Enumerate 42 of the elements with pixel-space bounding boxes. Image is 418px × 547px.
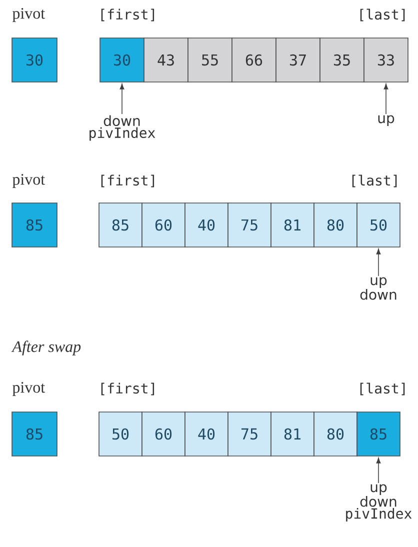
array-cell: 80 bbox=[314, 202, 358, 248]
caption: After swap bbox=[11, 340, 81, 356]
array-cell: 50 bbox=[356, 202, 400, 248]
array-cell: 81 bbox=[270, 412, 314, 456]
variable-label: pivot bbox=[12, 174, 45, 188]
array-cell: 50 bbox=[98, 412, 142, 456]
array-cell: 43 bbox=[144, 38, 188, 82]
array-cell: 66 bbox=[232, 38, 276, 82]
variable-label: pivot bbox=[12, 382, 45, 396]
array-cell: 30 bbox=[100, 38, 144, 82]
arrow bbox=[376, 248, 381, 276]
array-cell: 81 bbox=[270, 202, 314, 248]
array-cell: 60 bbox=[142, 202, 186, 248]
array-cell: 40 bbox=[184, 412, 228, 456]
array-cell: 35 bbox=[320, 38, 364, 82]
array-cell: 55 bbox=[188, 38, 232, 82]
index-label: [last] bbox=[360, 8, 405, 22]
index-label: [first] bbox=[101, 174, 154, 188]
pivot-box: 85 bbox=[12, 412, 58, 456]
pointer-label: up down pivIndex bbox=[346, 484, 412, 522]
array-cell: 85 bbox=[356, 412, 400, 456]
index-label: [last] bbox=[352, 174, 397, 188]
index-label: [last] bbox=[360, 382, 405, 396]
arrow bbox=[376, 458, 381, 484]
variable-label: pivot bbox=[12, 8, 45, 22]
array-cell: 75 bbox=[228, 202, 272, 248]
array-cell: 75 bbox=[228, 412, 272, 456]
array-cell: 60 bbox=[142, 412, 186, 456]
array-cell: 80 bbox=[314, 412, 358, 456]
array-cell: 85 bbox=[98, 202, 142, 248]
index-label: [first] bbox=[101, 8, 154, 22]
pointer-label: up down bbox=[360, 277, 396, 300]
array-cell: 33 bbox=[364, 38, 408, 82]
pivot-box: 30 bbox=[12, 38, 58, 82]
pivot-box: 85 bbox=[12, 202, 58, 248]
arrow bbox=[384, 84, 388, 114]
arrow bbox=[120, 84, 124, 114]
array-cell: 37 bbox=[276, 38, 320, 82]
index-label: [first] bbox=[101, 382, 154, 396]
array-cell: 40 bbox=[184, 202, 228, 248]
pointer-label: up bbox=[378, 115, 394, 126]
pointer-label: down pivIndex bbox=[90, 115, 156, 141]
